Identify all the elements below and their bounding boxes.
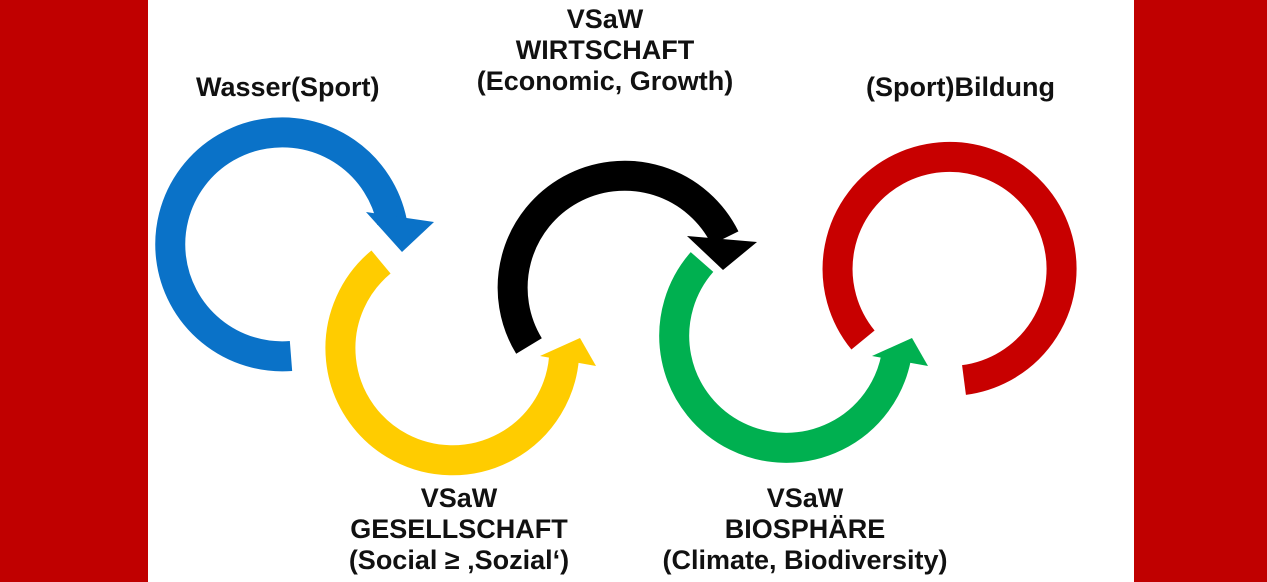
label-red-line1: (Sport)Bildung [866, 72, 1055, 102]
yellow-ring-arrow [325, 250, 596, 476]
label-black: VSaW WIRTSCHAFT (Economic, Growth) [466, 4, 744, 97]
green-ring-arrow [659, 252, 928, 463]
label-yellow-line1: VSaW [420, 483, 498, 513]
label-green-line2: BIOSPHÄRE [724, 514, 886, 544]
blue-ring-arrow [155, 117, 434, 372]
label-blue-line1: Wasser(Sport) [196, 72, 380, 102]
right-red-band [1134, 0, 1267, 582]
label-yellow-line3: (Social ≥ ‚Sozial‘) [348, 545, 570, 575]
label-blue: Wasser(Sport) [196, 72, 380, 103]
label-yellow: VSaW GESELLSCHAFT (Social ≥ ‚Sozial‘) [332, 483, 586, 576]
label-red: (Sport)Bildung [866, 72, 1055, 103]
label-green-line3: (Climate, Biodiversity) [662, 545, 948, 575]
label-green-line1: VSaW [766, 483, 844, 513]
label-black-line3: (Economic, Growth) [476, 66, 734, 96]
label-black-line2: WIRTSCHAFT [515, 35, 695, 65]
black-ring-arrow [497, 160, 757, 354]
red-ring-arrow [822, 141, 1077, 395]
label-green: VSaW BIOSPHÄRE (Climate, Biodiversity) [650, 483, 960, 576]
left-red-band [0, 0, 148, 582]
label-yellow-line2: GESELLSCHAFT [350, 514, 568, 544]
label-black-line1: VSaW [566, 4, 644, 34]
